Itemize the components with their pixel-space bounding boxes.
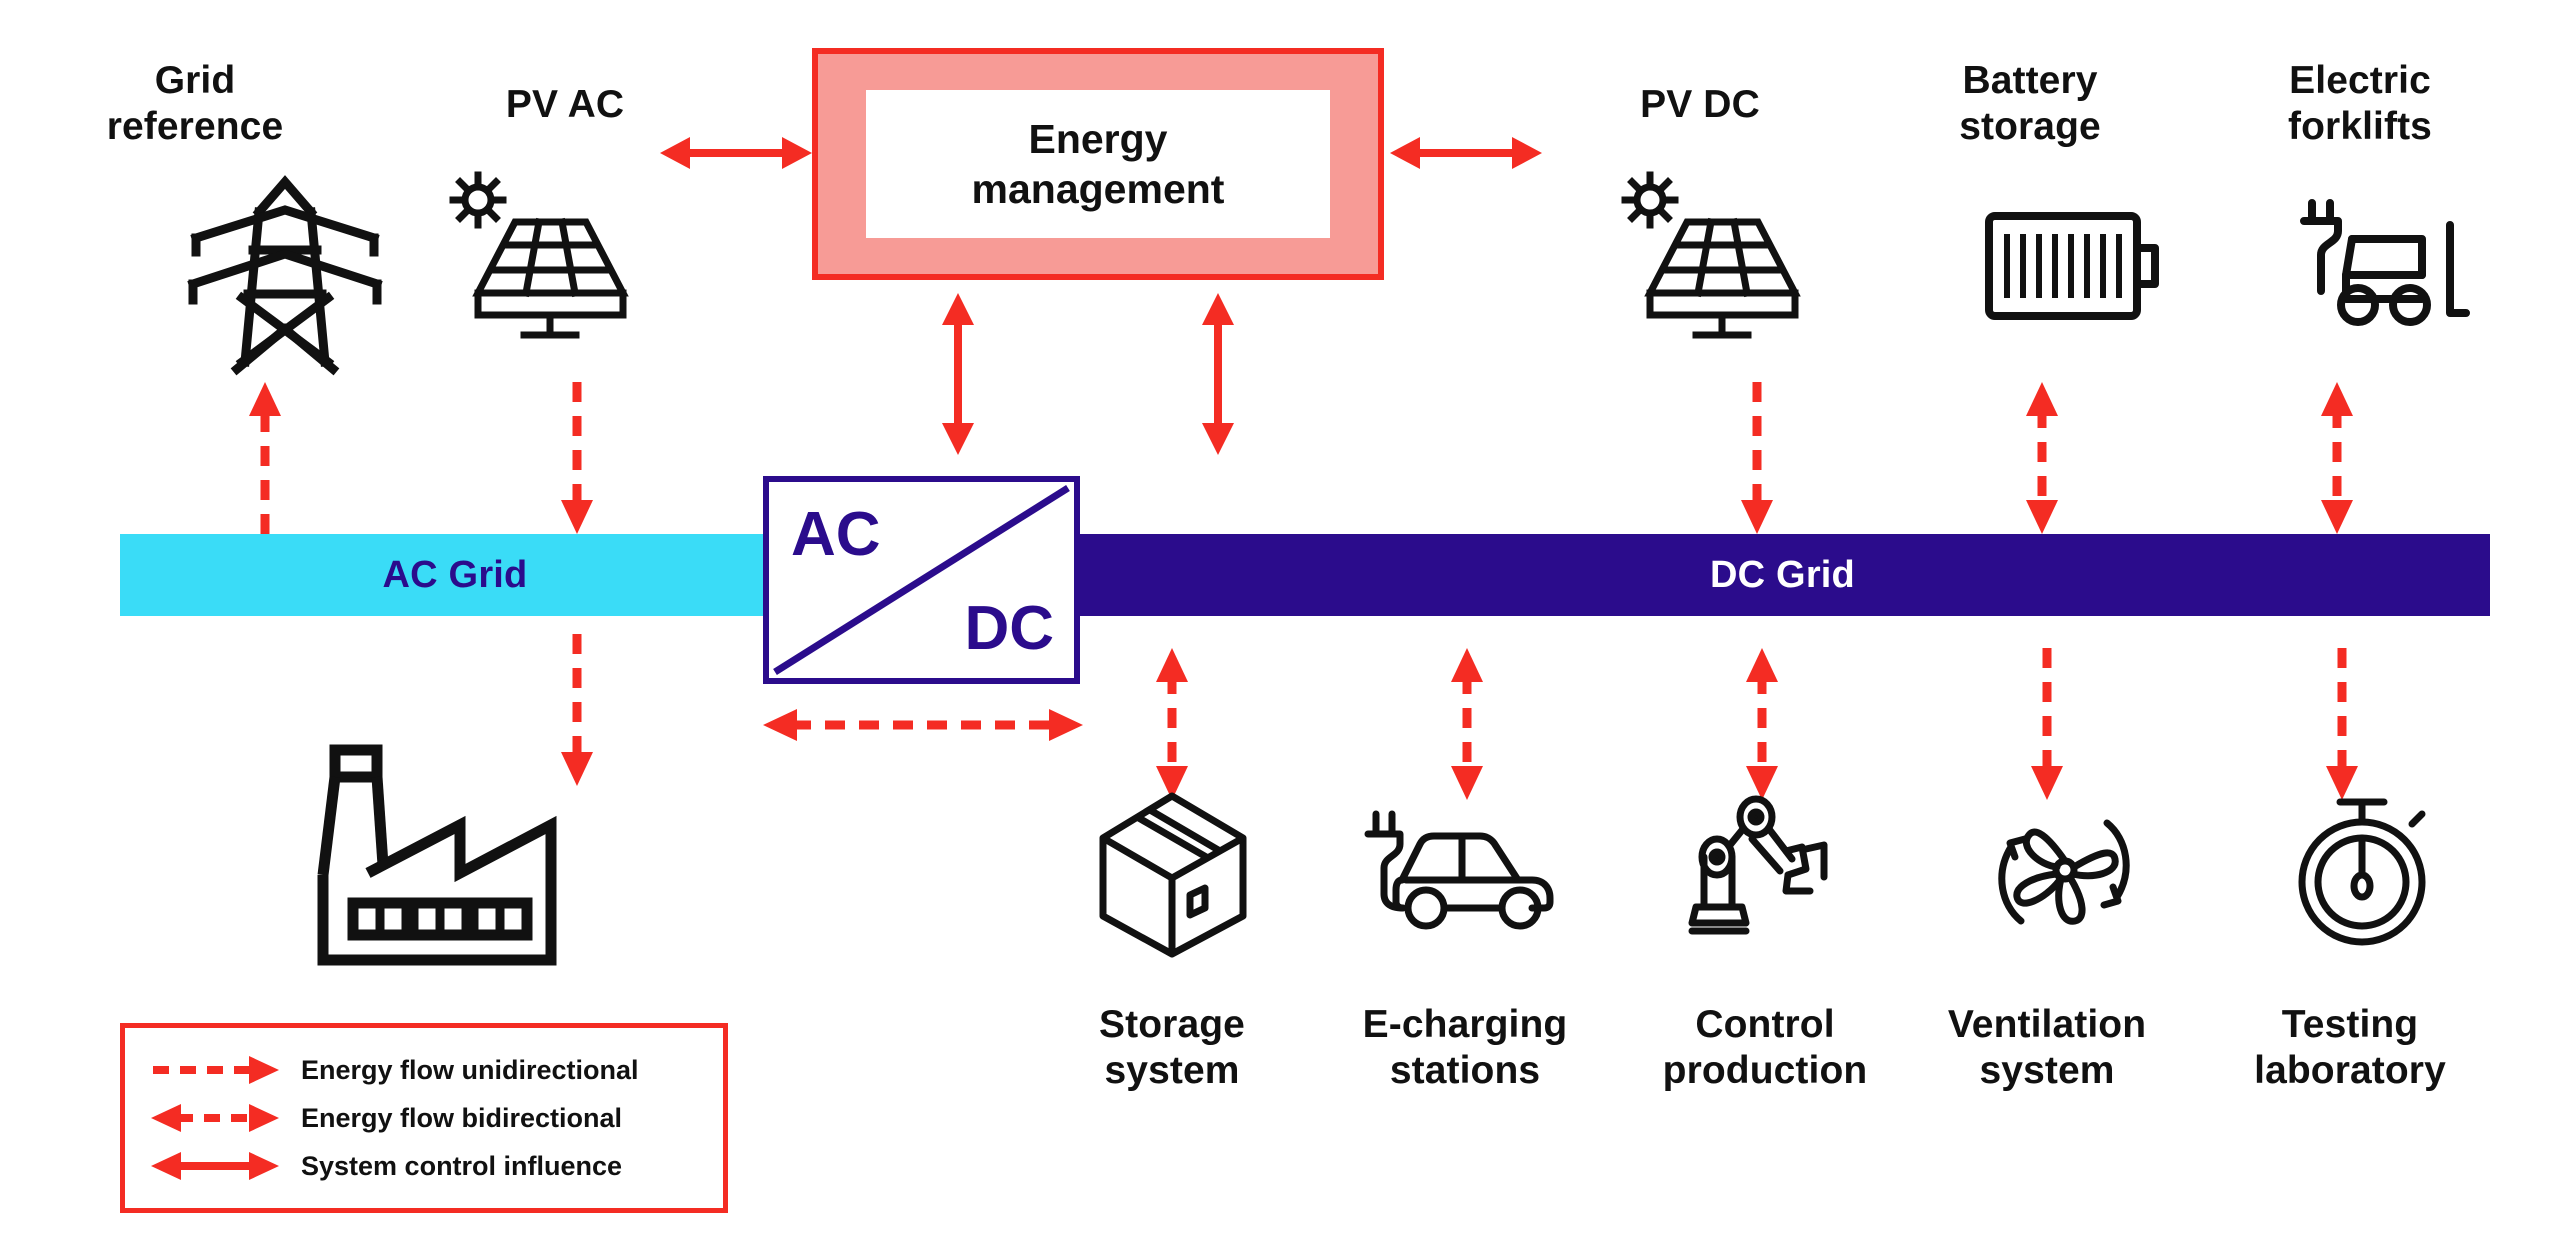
label-battery-storage: Battery storage — [1959, 59, 2101, 149]
converter-ac-label: AC — [791, 500, 881, 569]
flow-arrow-pv-dc — [1740, 382, 1774, 534]
flow-arrow-testing-laboratory — [2325, 648, 2359, 800]
legend-label-unidirectional: Energy flow unidirectional — [301, 1054, 639, 1085]
label-storage-system: Storage system — [1099, 1003, 1245, 1093]
control-arrow-em-right — [1390, 135, 1542, 171]
label-grid-reference: Grid reference — [106, 59, 284, 149]
flow-arrow-factory — [560, 634, 594, 786]
label-testing-laboratory: Testing laboratory — [2254, 1003, 2446, 1093]
ev-charging-car-icon — [1360, 810, 1560, 940]
forklift-icon — [2290, 195, 2470, 335]
converter-dc-label: DC — [964, 594, 1054, 663]
label-ventilation-system: Ventilation system — [1947, 1003, 2147, 1093]
transmission-tower-icon — [185, 172, 385, 376]
label-electric-forklifts: Electric forklifts — [2288, 59, 2432, 149]
control-arrow-em-down-right — [1200, 293, 1236, 455]
flow-arrow-grid-reference — [248, 382, 282, 534]
label-pv-ac: PV AC — [505, 83, 625, 126]
flow-arrow-storage-system — [1155, 648, 1189, 800]
legend: Energy flow unidirectional Energy flow b… — [120, 1023, 728, 1213]
legend-item-unidirectional: Energy flow unidirectional — [151, 1046, 697, 1094]
label-control-production: Control production — [1662, 1003, 1868, 1093]
energy-management-box[interactable]: Energy management — [812, 48, 1384, 280]
legend-label-control-influence: System control influence — [301, 1150, 623, 1181]
flow-arrow-electric-forklifts — [2320, 382, 2354, 534]
ac-dc-converter[interactable]: AC DC — [763, 476, 1080, 684]
flow-arrow-battery-storage — [2025, 382, 2059, 534]
solar-panel-icon-dc — [1620, 171, 1810, 340]
dashed-arrow-right-icon — [151, 1055, 279, 1085]
ac-grid-bus[interactable]: AC Grid — [120, 534, 790, 616]
flow-arrow-converter — [763, 708, 1083, 742]
dc-grid-bus[interactable]: DC Grid — [1075, 534, 2490, 616]
control-arrow-em-down-left — [940, 293, 976, 455]
legend-item-bidirectional: Energy flow bidirectional — [151, 1094, 697, 1142]
dc-grid-label: DC Grid — [1710, 553, 1855, 596]
factory-icon — [305, 725, 570, 975]
control-arrow-em-left — [660, 135, 812, 171]
flow-arrow-ventilation — [2030, 648, 2064, 800]
energy-management-label: Energy management — [866, 90, 1330, 238]
label-pv-dc: PV DC — [1640, 83, 1760, 126]
dashed-arrow-both-icon — [151, 1103, 279, 1133]
legend-label-bidirectional: Energy flow bidirectional — [301, 1102, 623, 1133]
solar-panel-icon-ac — [448, 171, 638, 340]
label-e-charging-stations: E-charging stations — [1362, 1003, 1568, 1093]
package-box-icon — [1095, 790, 1250, 960]
solid-arrow-both-icon — [151, 1151, 279, 1181]
fan-icon — [1985, 795, 2145, 945]
flow-arrow-e-charging — [1450, 648, 1484, 800]
legend-item-control-influence: System control influence — [151, 1142, 697, 1190]
stopwatch-icon — [2290, 790, 2440, 950]
battery-icon — [1985, 212, 2165, 322]
ac-grid-label: AC Grid — [382, 553, 528, 596]
robot-arm-icon — [1688, 795, 1860, 945]
flow-arrow-control-production — [1745, 648, 1779, 800]
flow-arrow-pv-ac — [560, 382, 594, 534]
